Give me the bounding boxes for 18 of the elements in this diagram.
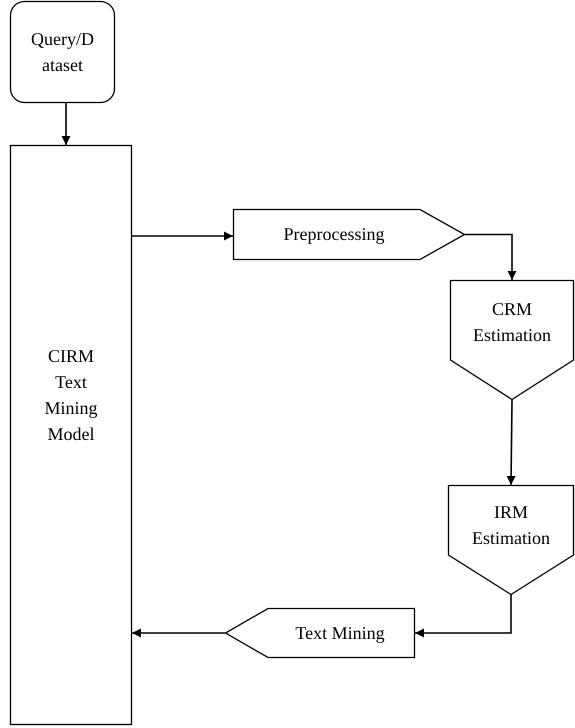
arrow [132, 232, 233, 240]
flow-node [225, 608, 415, 658]
flow-node [10, 145, 132, 725]
flow-node [233, 209, 465, 260]
node-label: CIRM Text Mining Model [43, 344, 98, 446]
node-label: CRM Estimation [472, 298, 552, 347]
arrow [465, 234, 516, 280]
arrow [506, 400, 516, 486]
node-label: Text Mining [295, 622, 385, 645]
flow-node [10, 1, 115, 103]
arrow [132, 628, 225, 638]
flow-node [448, 485, 574, 595]
node-label: Query/Dataset [30, 28, 95, 77]
node-label: Preprocessing [284, 223, 384, 246]
node-label: IRM Estimation [471, 500, 551, 550]
flow-node [450, 280, 574, 400]
arrow [415, 595, 512, 638]
arrow [62, 103, 70, 145]
